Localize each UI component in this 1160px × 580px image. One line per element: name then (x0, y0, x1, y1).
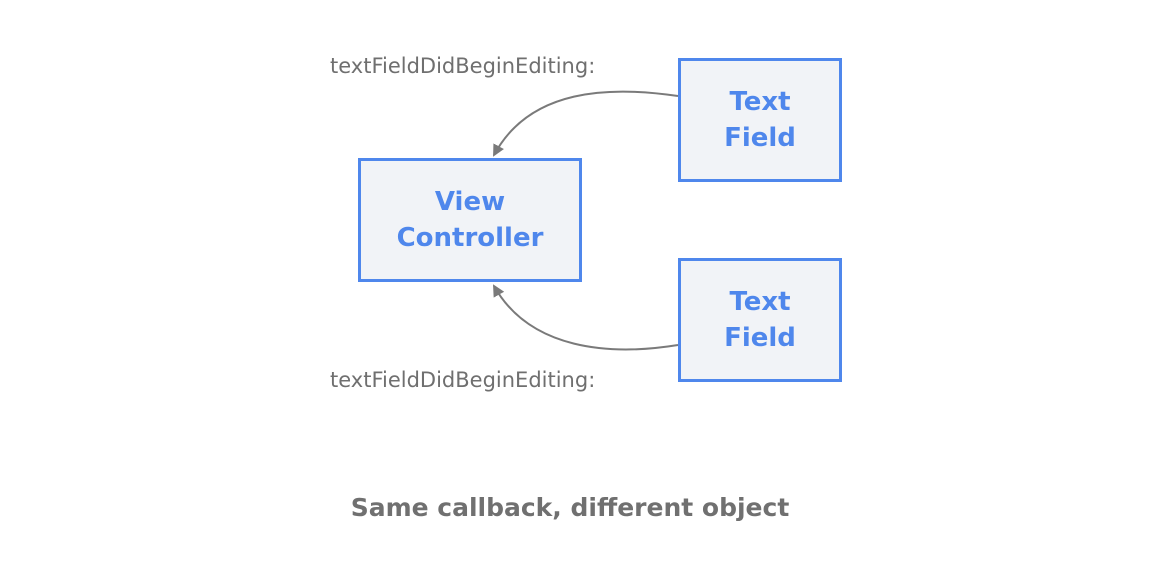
view-controller-box: View Controller (358, 158, 582, 282)
text-field-bottom-label-line1: Text (729, 287, 791, 317)
text-field-bottom-label-line2: Field (724, 323, 796, 353)
text-field-box-top: Text Field (678, 58, 842, 182)
view-controller-label-line1: View (434, 187, 506, 217)
text-field-top-label-line1: Text (729, 87, 791, 117)
diagram-caption: Same callback, different object (350, 493, 790, 522)
arrow-top-textfield-to-view-controller (493, 90, 679, 157)
text-field-top-label-line2: Field (724, 123, 796, 153)
callback-label-bottom: textFieldDidBeginEditing: (330, 368, 596, 392)
arrow-bottom-textfield-to-view-controller (493, 284, 679, 351)
text-field-box-bottom: Text Field (678, 258, 842, 382)
callback-label-top: textFieldDidBeginEditing: (330, 54, 596, 78)
view-controller-label-line2: Controller (396, 223, 544, 253)
